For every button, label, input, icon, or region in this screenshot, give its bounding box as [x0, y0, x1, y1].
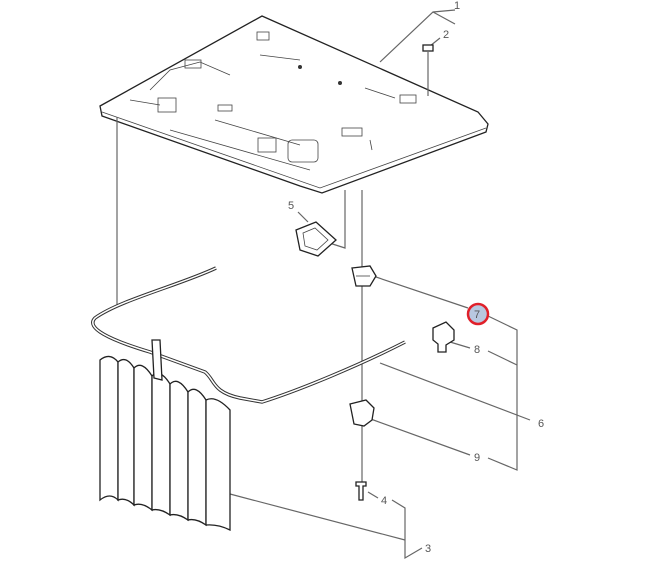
callout-8[interactable]: 8: [474, 344, 480, 356]
callout-7[interactable]: 7: [474, 309, 480, 321]
callout-1[interactable]: 1: [454, 0, 460, 12]
rod-part-6[interactable]: [91, 266, 406, 404]
clip-part-2[interactable]: [422, 44, 434, 52]
callout-2[interactable]: 2: [443, 29, 449, 41]
clip-part-7[interactable]: [351, 265, 377, 287]
headliner-part[interactable]: [99, 15, 489, 194]
callout-3[interactable]: 3: [425, 543, 431, 555]
screw-part-4[interactable]: [355, 481, 367, 501]
callout-4[interactable]: 4: [381, 495, 387, 507]
curtain-part-3[interactable]: [99, 339, 231, 532]
callout-9[interactable]: 9: [474, 452, 480, 464]
callout-6[interactable]: 6: [538, 418, 544, 430]
leader-lines: [116, 9, 531, 560]
callout-7-highlight: [466, 302, 490, 326]
clip-part-9[interactable]: [349, 399, 375, 427]
callout-5[interactable]: 5: [288, 200, 294, 212]
pad-part-5[interactable]: [295, 221, 337, 257]
clip-part-8[interactable]: [432, 321, 455, 353]
